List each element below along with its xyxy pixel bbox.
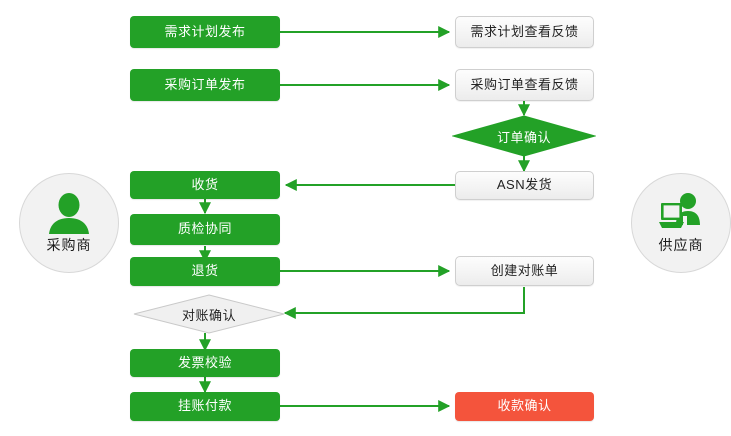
node-label: 收款确认 <box>497 398 552 414</box>
node-label: 需求计划发布 <box>164 23 246 39</box>
node-demand-plan-feedback[interactable]: 需求计划查看反馈 <box>455 16 594 48</box>
node-label: 挂账付款 <box>177 398 232 414</box>
node-statement-confirm[interactable]: 对账确认 <box>133 294 285 334</box>
node-quality-inspection[interactable]: 质检协同 <box>130 214 280 245</box>
node-order-confirm[interactable]: 订单确认 <box>452 115 596 157</box>
node-receive-goods[interactable]: 收货 <box>130 171 280 199</box>
node-payment-receipt-confirm[interactable]: 收款确认 <box>455 392 594 421</box>
node-label: 创建对账单 <box>490 262 559 278</box>
node-label: 需求计划查看反馈 <box>470 23 579 39</box>
node-purchase-order-feedback[interactable]: 采购订单查看反馈 <box>455 69 594 101</box>
node-label: 采购订单发布 <box>164 76 246 92</box>
node-label: 质检协同 <box>177 221 232 237</box>
node-create-statement[interactable]: 创建对账单 <box>455 256 594 286</box>
person-at-computer-icon <box>659 192 700 228</box>
person-icon <box>49 192 89 234</box>
edge-n10-n11 <box>283 287 525 319</box>
actor-buyer-label: 采购商 <box>46 236 92 253</box>
node-invoice-verification[interactable]: 发票校验 <box>130 349 280 377</box>
node-label: 收货 <box>191 176 219 192</box>
node-payable-payment[interactable]: 挂账付款 <box>130 392 280 421</box>
node-return-goods[interactable]: 退货 <box>130 257 280 286</box>
actor-buyer[interactable]: 采购商 <box>19 173 119 273</box>
node-label: 退货 <box>191 263 219 279</box>
actor-supplier-label: 供应商 <box>658 236 704 253</box>
node-demand-plan-publish[interactable]: 需求计划发布 <box>130 16 280 48</box>
diamond-shape <box>133 294 285 334</box>
node-label: ASN发货 <box>496 177 553 193</box>
node-label: 对账确认 <box>181 307 236 323</box>
actor-supplier[interactable]: 供应商 <box>631 173 731 273</box>
node-purchase-order-publish[interactable]: 采购订单发布 <box>130 69 280 101</box>
diamond-shape <box>452 115 596 157</box>
node-label: 发票校验 <box>177 354 232 370</box>
node-label: 订单确认 <box>496 129 551 145</box>
node-asn-shipment[interactable]: ASN发货 <box>455 171 594 200</box>
node-label: 采购订单查看反馈 <box>470 76 579 92</box>
